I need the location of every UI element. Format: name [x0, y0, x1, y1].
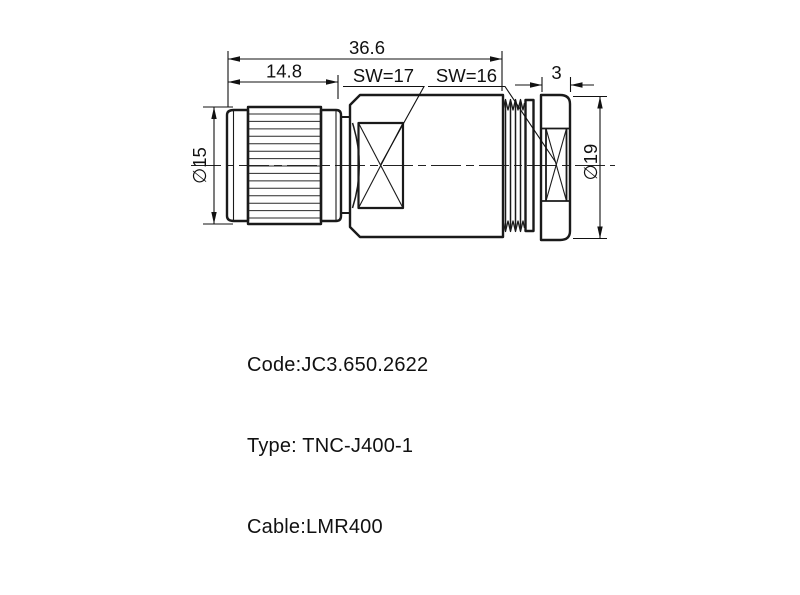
leader-sw16 [428, 85, 556, 163]
connector-drawing-canvas: 36.6 14.8 SW=17 SW=16 3 ∅15 ∅19 [189, 37, 615, 242]
leader-sw17 [343, 85, 425, 165]
dim-cap-thickness [515, 77, 594, 92]
main-body [348, 93, 505, 239]
technical-drawing-page: 36.6 14.8 SW=17 SW=16 3 ∅15 ∅19 Code:JC3… [189, 37, 615, 538]
dim-cap-diameter [573, 95, 607, 240]
label-coupling-length: 14.8 [266, 61, 302, 82]
label-coupling-diameter: ∅15 [189, 147, 210, 184]
washer-collar [524, 98, 535, 233]
label-cap-diameter: ∅19 [580, 144, 601, 181]
part-info-block: Code:JC3.650.2622 Type: TNC-J400-1 Cable… [247, 298, 428, 595]
dim-coupling-length [228, 75, 339, 99]
coupling-front-rim [225, 108, 250, 223]
dim-coupling-diameter [203, 106, 233, 225]
part-code-line: Code:JC3.650.2622 [247, 354, 429, 376]
part-cable-line: Cable:LMR400 [247, 516, 383, 538]
connector-outline [225, 93, 572, 242]
dimension-lines [203, 51, 607, 240]
label-hex-cap: SW=16 [436, 65, 497, 86]
thread-section [502, 98, 526, 233]
label-cap-thickness: 3 [551, 62, 561, 83]
dim-overall-length [227, 51, 503, 107]
part-type-line: Type: TNC-J400-1 [247, 435, 414, 457]
body-hex-cross [357, 121, 405, 210]
coupling-rear-rim [319, 108, 343, 223]
end-cap [539, 93, 572, 242]
label-overall-length: 36.6 [349, 37, 385, 58]
label-hex-body: SW=17 [353, 65, 414, 86]
dimension-labels: 36.6 14.8 SW=17 SW=16 3 ∅15 ∅19 [189, 37, 601, 184]
knurl-lines [249, 113, 320, 219]
end-cap-hex-cross [541, 127, 570, 202]
